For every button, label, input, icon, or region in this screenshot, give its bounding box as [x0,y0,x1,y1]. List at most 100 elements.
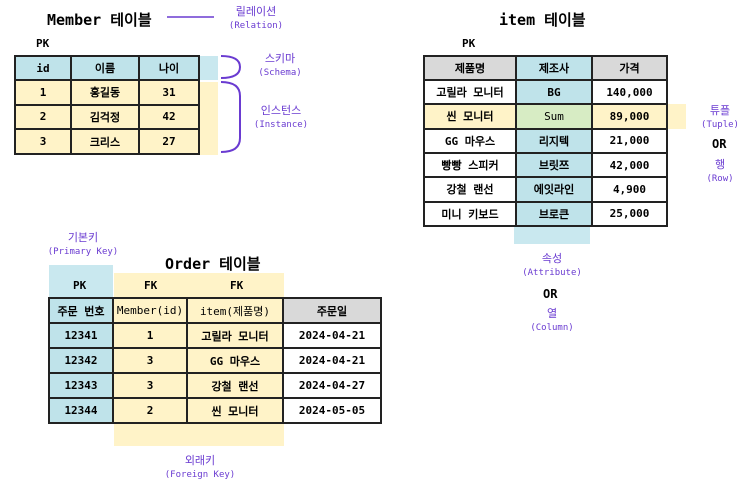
table-cell: GG 마우스 [186,347,284,374]
table-cell: 4,900 [591,176,668,203]
member-table-title: Member 테이블 [47,11,152,29]
table-cell: 12342 [48,347,114,374]
table-cell: 강철 랜선 [423,176,517,203]
member-schema-shade [200,56,218,80]
table-cell: 김걱정 [70,103,140,131]
item-header-cell: 제품명 [423,55,517,81]
table-cell: 140,000 [591,78,668,106]
relation-text: 릴레이션 [235,5,277,18]
table-cell: 2 [112,397,188,424]
foreign-key-text: 외래키 [184,454,216,467]
table-cell: 빵빵 스피커 [423,151,517,179]
member-header-cell: 나이 [138,55,200,81]
item-header-cell: 가격 [591,55,668,81]
primary-key-text-en: (Primary Key) [47,247,119,257]
table-cell: Sum [515,103,593,130]
table-row: 3 크리스 27 [14,128,200,155]
order-fk-shade-top [114,273,284,297]
table-cell: 2024-04-21 [282,347,382,374]
table-row: GG 마우스 리지텍 21,000 [423,127,668,154]
relation-label: 릴레이션 (Relation) [218,5,294,33]
or-label-column: OR [543,287,558,301]
row-label: 행 (Row) [692,158,748,186]
row-text-en: (Row) [706,174,734,184]
table-cell: 1 [14,79,72,106]
schema-text: 스키마 [264,52,296,65]
table-cell: 12341 [48,322,114,349]
tuple-text: 튜플 [709,104,731,117]
table-cell: 리지텍 [515,127,593,154]
relation-text-en: (Relation) [228,21,284,31]
table-cell: 브로큰 [515,200,593,228]
instance-text: 인스턴스 [260,104,302,117]
member-instance-shade [200,82,218,155]
member-pk-label: PK [36,37,50,50]
table-cell: 12343 [48,372,114,399]
order-header-row: 주문 번호 Member(id) item(제품명) 주문일 [48,297,382,324]
row-text: 행 [714,158,726,171]
item-header-row: 제품명 제조사 가격 [423,55,668,81]
table-cell: 21,000 [591,127,668,154]
attribute-label: 속성 (Attribute) [512,252,592,280]
order-pk-shade [49,265,113,297]
table-cell: 12344 [48,397,114,424]
item-table: 제품명 제조사 가격 고릴라 모니터 BG 140,000 씬 모니터 Sum … [423,55,668,228]
table-cell: 42 [138,103,200,131]
table-cell: 89,000 [591,103,668,130]
column-text-en: (Column) [530,323,574,333]
attribute-text-en: (Attribute) [522,268,582,278]
order-pk-label: PK [73,279,87,292]
table-row: 빵빵 스피커 브릿쯔 42,000 [423,151,668,179]
table-cell: 3 [112,347,188,374]
table-cell: 3 [112,372,188,399]
order-table-title: Order 테이블 [165,255,261,273]
table-row: 12342 3 GG 마우스 2024-04-21 [48,347,382,374]
item-pk-label: PK [462,37,476,50]
table-row: 미니 키보드 브로큰 25,000 [423,200,668,228]
member-table: id 이름 나이 1 홍길동 31 2 김걱정 42 3 크리스 27 [14,55,200,155]
table-cell: GG 마우스 [423,127,517,154]
table-row: 고릴라 모니터 BG 140,000 [423,78,668,106]
item-header-cell: 제조사 [515,55,593,81]
order-fk-label-member: FK [144,279,158,292]
table-row: 씬 모니터 Sum 89,000 [423,103,668,130]
table-row: 강철 랜선 에잇라인 4,900 [423,176,668,203]
table-cell: 크리스 [70,128,140,155]
table-cell: 1 [112,322,188,349]
attribute-text: 속성 [541,252,563,265]
order-table: 주문 번호 Member(id) item(제품명) 주문일 12341 1 고… [48,297,382,424]
order-header-cell: 주문 번호 [48,297,114,324]
member-header-cell: 이름 [70,55,140,81]
table-row: 12341 1 고릴라 모니터 2024-04-21 [48,322,382,349]
table-row: 2 김걱정 42 [14,103,200,131]
order-header-cell: item(제품명) [186,297,284,324]
item-table-title: item 테이블 [499,11,586,29]
member-header-cell: id [14,55,72,81]
table-cell: 고릴라 모니터 [186,322,284,349]
foreign-key-label: 외래키 (Foreign Key) [155,454,245,482]
tuple-text-en: (Tuple) [701,120,739,130]
table-cell: 고릴라 모니터 [423,78,517,106]
or-label-row: OR [712,137,727,151]
column-label: 열 (Column) [512,307,592,335]
schema-text-en: (Schema) [258,68,302,78]
table-row: 12344 2 씬 모니터 2024-05-05 [48,397,382,424]
table-row: 1 홍길동 31 [14,79,200,106]
table-row: 12343 3 강철 랜선 2024-04-27 [48,372,382,399]
table-cell: 2024-05-05 [282,397,382,424]
column-text: 열 [546,307,558,320]
table-cell: 브릿쯔 [515,151,593,179]
table-cell: 2024-04-21 [282,322,382,349]
table-cell: 에잇라인 [515,176,593,203]
instance-text-en: (Instance) [253,120,309,130]
item-attribute-shade [514,226,590,244]
table-cell: 42,000 [591,151,668,179]
table-cell: 31 [138,79,200,106]
table-cell: 2 [14,103,72,131]
foreign-key-text-en: (Foreign Key) [164,470,236,480]
primary-key-label: 기본키 (Primary Key) [38,231,128,259]
order-header-cell: 주문일 [282,297,382,324]
table-cell: 3 [14,128,72,155]
member-header-row: id 이름 나이 [14,55,200,81]
table-cell: 27 [138,128,200,155]
